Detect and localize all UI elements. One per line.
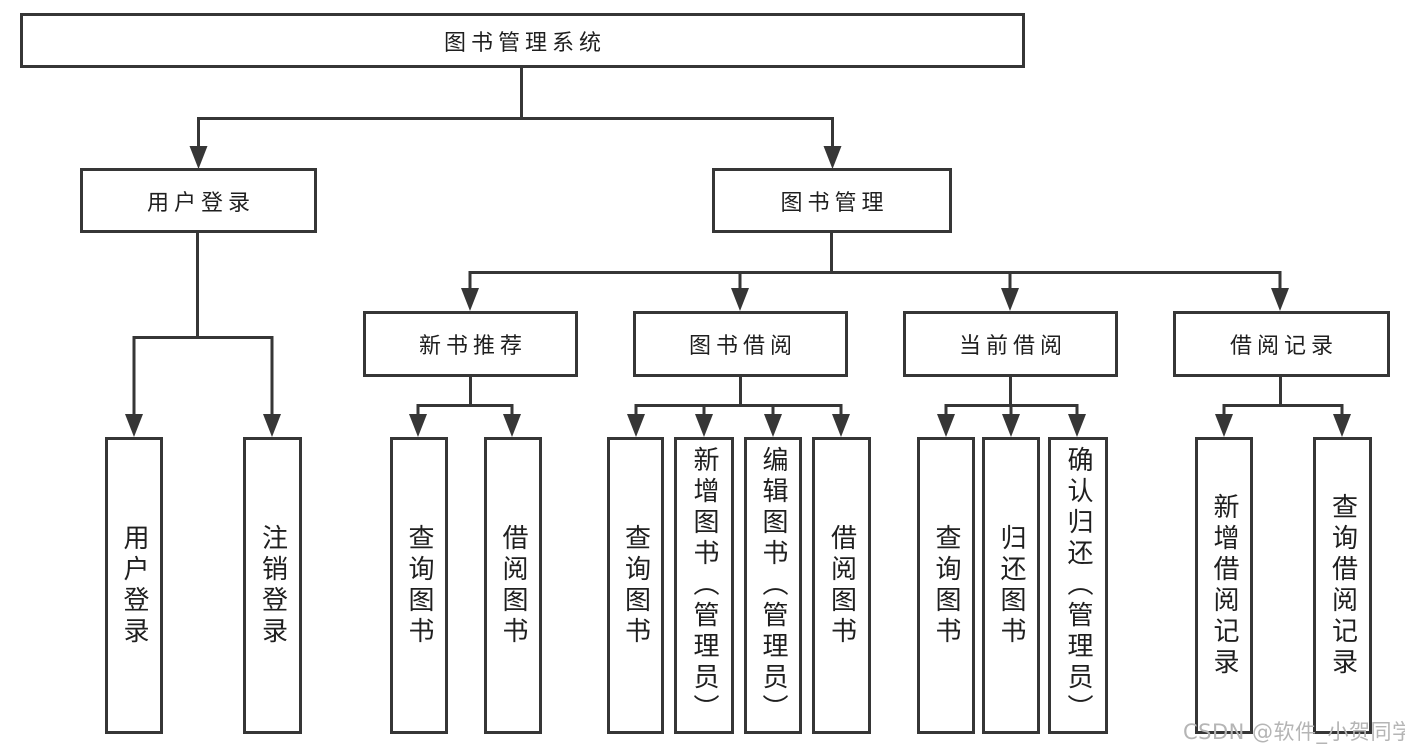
node-book-borrow-label: 图书借阅	[688, 334, 797, 359]
connector	[634, 404, 843, 415]
leaf-bb-edit-books-admin: 编辑图书（管理员）	[744, 437, 802, 734]
leaf-bb-query-books: 查询图书	[607, 437, 664, 734]
arrowhead-down	[937, 414, 955, 437]
node-new-books-label: 新书推荐	[418, 334, 527, 359]
leaf-bb-add-books-admin-label: 新增图书（管理员）	[689, 446, 719, 725]
arrowhead-down	[125, 414, 143, 437]
arrowhead-down	[1333, 414, 1351, 437]
arrowhead-down	[832, 414, 850, 437]
leaf-cb-confirm-return-admin: 确认归还（管理员）	[1048, 437, 1108, 734]
arrowhead-down	[627, 414, 645, 437]
arrowhead-down	[764, 414, 782, 437]
arrowhead-down	[695, 414, 713, 437]
leaf-nb-query-books-label: 查询图书	[404, 523, 434, 648]
leaf-cb-query-books: 查询图书	[917, 437, 975, 734]
connector	[1222, 404, 1344, 415]
leaf-logout: 注销登录	[243, 437, 302, 734]
arrowhead-down	[1271, 288, 1289, 311]
node-borrow-records-label: 借阅记录	[1229, 334, 1338, 359]
connector	[468, 271, 1282, 289]
connector	[416, 404, 514, 415]
leaf-user-login: 用户登录	[105, 437, 163, 734]
node-book-borrow: 图书借阅	[633, 311, 848, 377]
leaf-cb-return-books-label: 归还图书	[996, 523, 1026, 648]
node-user-login: 用户登录	[80, 168, 317, 233]
leaf-nb-borrow-books-label: 借阅图书	[498, 523, 528, 648]
leaf-nb-query-books: 查询图书	[390, 437, 448, 734]
node-root: 图书管理系统	[20, 13, 1025, 68]
node-current-borrow: 当前借阅	[903, 311, 1118, 377]
leaf-cb-confirm-return-admin-label: 确认归还（管理员）	[1063, 446, 1093, 725]
arrowhead-down	[1001, 288, 1019, 311]
leaf-cb-query-books-label: 查询图书	[931, 523, 961, 648]
watermark: CSDN @软件_小贺同学	[1183, 720, 1405, 744]
leaf-user-login-label: 用户登录	[119, 523, 149, 648]
leaf-nb-borrow-books: 借阅图书	[484, 437, 542, 734]
leaf-bb-borrow-books-label: 借阅图书	[826, 523, 857, 648]
node-book-mgmt: 图书管理	[712, 168, 952, 233]
connector-segments	[132, 68, 1344, 415]
node-root-label: 图书管理系统	[443, 30, 606, 56]
arrowhead-down	[1215, 414, 1233, 437]
arrowhead-down	[1002, 414, 1020, 437]
leaf-br-add-record-label: 新增借阅记录	[1209, 492, 1239, 679]
arrowhead-down	[461, 288, 479, 311]
arrowhead-down	[1068, 414, 1086, 437]
leaf-br-query-record: 查询借阅记录	[1313, 437, 1372, 734]
arrowhead-down	[189, 146, 208, 169]
arrowhead-down	[409, 414, 427, 437]
connector	[197, 117, 834, 146]
leaf-logout-label: 注销登录	[257, 523, 288, 648]
node-borrow-records: 借阅记录	[1173, 311, 1390, 377]
arrowhead-down	[263, 414, 281, 437]
leaf-cb-return-books: 归还图书	[982, 437, 1040, 734]
node-new-books: 新书推荐	[363, 311, 578, 377]
leaf-bb-add-books-admin: 新增图书（管理员）	[674, 437, 734, 734]
node-current-borrow-label: 当前借阅	[958, 334, 1067, 359]
leaf-br-add-record: 新增借阅记录	[1195, 437, 1253, 734]
leaf-bb-edit-books-admin-label: 编辑图书（管理员）	[758, 446, 788, 725]
leaf-bb-query-books-label: 查询图书	[620, 523, 651, 648]
node-user-login-label: 用户登录	[146, 190, 255, 216]
arrowhead-down	[731, 288, 749, 311]
connector	[132, 336, 274, 415]
arrowhead-down	[823, 146, 842, 169]
leaf-br-query-record-label: 查询借阅记录	[1327, 492, 1358, 679]
arrowhead-down	[503, 414, 521, 437]
arrowheads	[125, 146, 1351, 437]
node-book-mgmt-label: 图书管理	[780, 190, 889, 216]
leaf-bb-borrow-books: 借阅图书	[812, 437, 871, 734]
